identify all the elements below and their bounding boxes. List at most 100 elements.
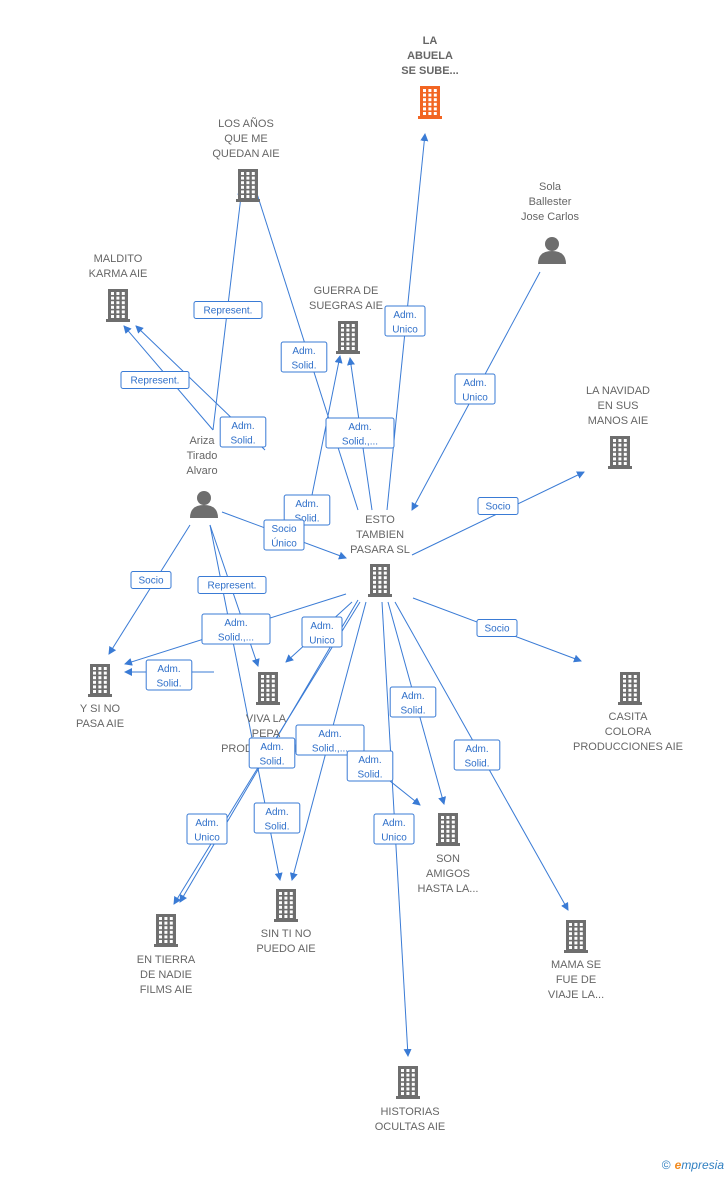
node-label: KARMA AIE xyxy=(89,268,148,280)
copyright-icon: © xyxy=(661,1158,671,1172)
building-icon xyxy=(336,321,360,354)
edge-label-text: Socio xyxy=(485,502,510,513)
node-sinti[interactable]: SIN TI NO PUEDO AIE xyxy=(256,889,316,955)
edge-label-text: Adm. xyxy=(348,422,371,433)
node-label: VIVA LA xyxy=(246,713,287,725)
node-label: SIN TI NO xyxy=(261,928,312,940)
building-icon xyxy=(256,672,280,705)
edge-label-10[interactable]: Socio xyxy=(130,571,172,589)
edge-label-1[interactable]: Adm. Solid. xyxy=(219,416,267,448)
node-son[interactable]: SON AMIGOS HASTA LA... xyxy=(418,813,479,895)
edge-label-text: Solid. xyxy=(357,770,382,781)
building-icon xyxy=(368,564,392,597)
edge-label-23[interactable]: Adm.Unico xyxy=(186,813,228,845)
edge-label-text: Adm. xyxy=(463,378,486,389)
node-label: FILMS AIE xyxy=(140,984,193,996)
edge-label-text: Adm. xyxy=(157,664,180,675)
node-casita[interactable]: CASITA COLORA PRODUCCIONES AIE xyxy=(573,672,683,753)
node-label: EN SUS xyxy=(598,400,639,412)
node-label: PRODUCCIONES AIE xyxy=(573,741,683,753)
edge-label-14[interactable]: Adm. Solid. xyxy=(145,659,193,691)
node-label: HASTA LA... xyxy=(418,883,479,895)
edge-label-text: Represent. xyxy=(204,306,253,317)
edge-label-22[interactable]: Adm.Solid. xyxy=(346,750,394,782)
node-label: Alvaro xyxy=(186,465,217,477)
edge-label-text: Solid. xyxy=(156,679,181,690)
node-label: AMIGOS xyxy=(426,868,470,880)
edge-label-11[interactable]: Represent. xyxy=(197,576,267,594)
node-label: LA NAVIDAD xyxy=(586,385,650,397)
edge-label-text: Solid. xyxy=(400,706,425,717)
brand-logo-text: mpresia xyxy=(681,1158,724,1172)
edge-label-18[interactable]: Adm.Solid. xyxy=(453,739,501,771)
node-label: ESTO xyxy=(365,514,395,526)
edge-label-text: Adm. xyxy=(318,729,341,740)
node-label: SUEGRAS AIE xyxy=(309,300,383,312)
node-label: HISTORIAS xyxy=(380,1106,439,1118)
edge-label-17[interactable]: Adm. Solid. xyxy=(389,686,437,718)
edge-label-8[interactable]: Socio xyxy=(477,497,519,515)
node-guerra[interactable]: GUERRA DE SUEGRAS AIE xyxy=(309,285,383,354)
node-label: COLORA xyxy=(605,726,652,738)
edge-label-4[interactable]: Adm.Unico xyxy=(384,305,426,337)
edge-label-text: Socio xyxy=(271,524,296,535)
edge-label-text: Solid. xyxy=(230,436,255,447)
edge-label-text: Adm. xyxy=(231,421,254,432)
edge-label-text: Adm. xyxy=(310,621,333,632)
node-label: PEPA xyxy=(252,728,281,740)
edge-label-6[interactable]: Adm.Solid.,... xyxy=(325,417,395,449)
building-icon xyxy=(396,1066,420,1099)
edge-label-12[interactable]: Adm.Solid.,... xyxy=(201,613,271,645)
node-label: PUEDO AIE xyxy=(256,943,315,955)
node-label: PASA AIE xyxy=(76,718,124,730)
edge-label-text: Solid. xyxy=(464,759,489,770)
node-label: GUERRA DE xyxy=(314,285,379,297)
building-icon xyxy=(106,289,130,322)
edge-label-21[interactable]: Adm.Solid. xyxy=(253,802,301,834)
node-label: Ariza xyxy=(189,435,215,447)
edge-label-text: Adm. xyxy=(401,691,424,702)
node-label: Sola xyxy=(539,181,562,193)
edge-label-16[interactable]: Adm.Unico xyxy=(373,813,415,845)
node-label: SON xyxy=(436,853,460,865)
edge-label-text: Solid. xyxy=(294,514,319,525)
node-label: Y SI NO xyxy=(80,703,121,715)
edge-label-text: Represent. xyxy=(208,581,257,592)
node-label: Jose Carlos xyxy=(521,211,580,223)
building-icon xyxy=(618,672,642,705)
edge-label-0[interactable]: Represent. xyxy=(193,301,263,319)
edge-label-7[interactable]: Adm.Solid. xyxy=(283,494,331,526)
node-label: QUEDAN AIE xyxy=(212,148,279,160)
edge-label-19[interactable]: Adm.Solid.,... xyxy=(295,724,365,756)
node-ysino[interactable]: Y SI NO PASA AIE xyxy=(76,664,124,730)
edge-label-13[interactable]: Adm.Unico xyxy=(301,616,343,648)
node-label: LOS AÑOS xyxy=(218,117,274,130)
person-icon xyxy=(190,491,218,518)
edge-label-2[interactable]: Represent. xyxy=(120,371,190,389)
edge-label-20[interactable]: Adm.Solid. xyxy=(248,737,296,769)
edge-label-text: Adm. xyxy=(393,310,416,321)
edge-label-text: Adm. xyxy=(265,807,288,818)
edge-label-text: Único xyxy=(271,537,297,550)
node-label: FUE DE xyxy=(556,974,596,986)
node-label: MAMA SE xyxy=(551,959,601,971)
edge-label-3[interactable]: Adm.Solid. xyxy=(280,341,328,373)
node-label: PASARA SL xyxy=(350,544,410,556)
edges-layer xyxy=(108,133,585,1057)
node-label: Tirado xyxy=(187,450,218,462)
node-label: CASITA xyxy=(609,711,649,723)
edge-label-15[interactable]: Socio xyxy=(476,619,518,637)
edge-label-5[interactable]: Adm.Unico xyxy=(454,373,496,405)
